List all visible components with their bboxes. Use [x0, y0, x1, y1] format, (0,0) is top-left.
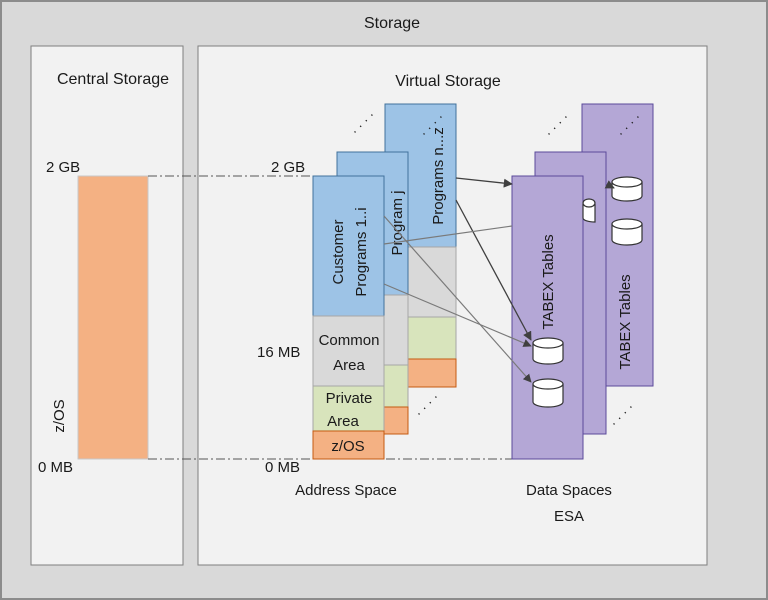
- programs-n-label: Programs n...z: [430, 127, 447, 225]
- virtual-2gb-label: 2 GB: [271, 159, 305, 176]
- program-j-common-area: [383, 294, 409, 366]
- programs-n-zos: [407, 358, 457, 388]
- tabex-table-cylinder-icon: [532, 378, 564, 408]
- arrow-programs-n-to-data-space: [455, 177, 513, 188]
- storage-title: Storage: [364, 15, 420, 32]
- arrow-program-j-to-tabex: [383, 215, 532, 383]
- data-space-front-label: TABEX Tables: [540, 234, 557, 329]
- arrow-program-j-to-data-space: [383, 225, 513, 245]
- address-space-caption: Address Space: [295, 482, 397, 499]
- common-area-block: [312, 315, 385, 387]
- tabex-table-cylinder-icon: [532, 337, 564, 365]
- private-area-label-line1: Private: [326, 390, 373, 407]
- central-storage-region: [77, 175, 149, 460]
- programs-n-common-area: [407, 246, 457, 318]
- data-spaces-caption-line2: ESA: [554, 508, 584, 525]
- program-j-label: Program j: [389, 190, 406, 255]
- private-area-label-line2: Area: [327, 413, 359, 430]
- tabex-table-cylinder-icon: [611, 218, 643, 246]
- customer-programs-label-line2: Programs 1..i: [353, 207, 370, 296]
- program-j-zos: [383, 406, 409, 435]
- virtual-16mb-label: 16 MB: [257, 344, 300, 361]
- zos-block: [312, 430, 385, 460]
- program-j-private-area: [383, 364, 409, 408]
- central-2gb-label: 2 GB: [46, 159, 80, 176]
- zos-block-label: z/OS: [331, 438, 364, 455]
- arrow-programs-n-to-tabex: [455, 199, 532, 341]
- common-area-label-line1: Common: [319, 332, 380, 349]
- data-space-front: [511, 175, 584, 460]
- tabex-table-cylinder-icon: [611, 176, 643, 202]
- central-storage-title: Central Storage: [57, 71, 169, 88]
- data-spaces-caption-line1: Data Spaces: [526, 482, 612, 499]
- programs-n-private-area: [407, 316, 457, 360]
- common-area-label-line2: Area: [333, 357, 365, 374]
- arrow-customer-programs-to-tabex: [383, 283, 532, 347]
- arrow-programs-n-to-tabex-back: [604, 180, 615, 189]
- customer-programs-block: [312, 175, 385, 317]
- data-space-back-label: TABEX Tables: [617, 274, 634, 369]
- virtual-storage-title: Virtual Storage: [395, 73, 501, 90]
- virtual-0mb-label: 0 MB: [265, 459, 300, 476]
- central-zos-label: z/OS: [51, 399, 68, 432]
- central-0mb-label: 0 MB: [38, 459, 73, 476]
- customer-programs-label-line1: Customer: [330, 219, 347, 284]
- address-space-front: Customer Programs 1..i Common Area Priva…: [312, 175, 385, 460]
- tabex-table-cylinder-icon: [582, 198, 596, 223]
